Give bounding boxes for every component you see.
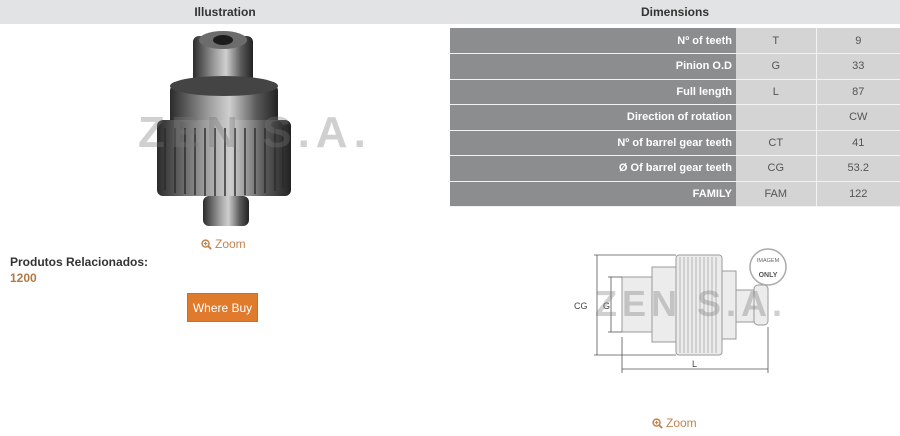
product-photo[interactable]: [135, 28, 330, 233]
table-row: Pinion O.D G 33: [450, 53, 900, 80]
l-label: L: [692, 359, 697, 369]
zoom-link-drawing[interactable]: Zoom: [652, 416, 697, 430]
zoom-label: Zoom: [666, 416, 697, 430]
table-row: FAMILY FAM 122: [450, 181, 900, 207]
table-row: Full length L 87: [450, 79, 900, 105]
svg-text:IMAGEM: IMAGEM: [757, 258, 780, 264]
row-value: 9: [816, 28, 900, 54]
illustration-only-badge: IMAGEM ONLY: [749, 248, 787, 286]
table-row: Ø Of barrel gear teeth CG 53.2: [450, 155, 900, 182]
illustration-header: Illustration: [0, 0, 450, 24]
row-value: 41: [816, 130, 900, 156]
related-products-label: Produtos Relacionados:: [10, 255, 149, 269]
table-row: Nº of teeth T 9: [450, 28, 900, 54]
row-value: 87: [816, 79, 900, 105]
row-label: Ø Of barrel gear teeth: [450, 155, 736, 182]
row-value: 53.2: [816, 155, 900, 182]
related-product-link[interactable]: 1200: [10, 271, 37, 285]
cg-label: CG: [574, 301, 588, 311]
row-label: Nº of teeth: [450, 28, 736, 54]
table-row: Nº of barrel gear teeth CT 41: [450, 130, 900, 156]
illustration-panel: Illustration: [0, 0, 450, 322]
g-label: G: [603, 301, 610, 311]
dimensions-panel: Dimensions Nº of teeth T 9 Pinion O.D G …: [450, 0, 900, 436]
row-code: L: [736, 79, 817, 105]
zoom-in-icon: [652, 417, 663, 429]
zoom-label: Zoom: [215, 237, 246, 251]
row-label: Full length: [450, 79, 736, 105]
dimensions-table: Nº of teeth T 9 Pinion O.D G 33 Full len…: [450, 28, 900, 207]
row-value: 122: [816, 181, 900, 207]
row-label: Pinion O.D: [450, 53, 736, 80]
row-code: T: [736, 28, 817, 54]
row-label: Nº of barrel gear teeth: [450, 130, 736, 156]
row-code: [736, 104, 817, 131]
svg-text:ONLY: ONLY: [759, 272, 778, 279]
row-code: CG: [736, 155, 817, 182]
row-value: CW: [816, 104, 900, 131]
row-code: CT: [736, 130, 817, 156]
zoom-link-photo[interactable]: Zoom: [201, 237, 246, 251]
where-buy-button[interactable]: Where Buy: [187, 293, 258, 322]
row-code: FAM: [736, 181, 817, 207]
technical-drawing[interactable]: CG G L IMAGEM ONLY: [570, 245, 810, 375]
row-label: FAMILY: [450, 181, 736, 207]
row-value: 33: [816, 53, 900, 80]
row-code: G: [736, 53, 817, 80]
row-label: Direction of rotation: [450, 104, 736, 131]
table-row: Direction of rotation CW: [450, 104, 900, 131]
dimensions-header: Dimensions: [450, 0, 900, 24]
zoom-in-icon: [201, 238, 212, 250]
